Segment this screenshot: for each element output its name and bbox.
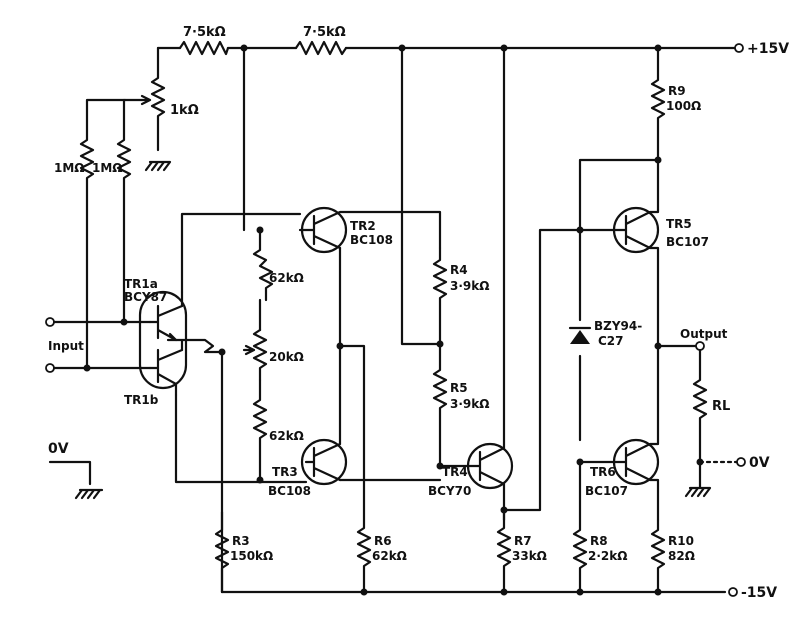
label-tr6-type: BC107 [585,484,628,498]
label-r7-value: 33kΩ [512,549,547,563]
label-tr6-ref: TR6 [590,465,616,479]
label-tr2-type: BC108 [350,233,393,247]
resistor-r3 [214,510,230,594]
resistor-r4 [398,44,448,348]
resistor-r8 [572,458,616,596]
label-chain-bottom: 62kΩ [269,429,304,443]
tr1-collector-wiring [174,212,302,594]
label-r5-value: 3·9kΩ [450,397,489,411]
label-zero-left: 0V [48,441,69,457]
label-r7-ref: R7 [514,534,532,548]
ground-left [48,460,104,500]
label-tr3-type: BC108 [268,484,311,498]
label-zener-line1: BZY94- [594,319,642,333]
label-tr1a-type: BCY87 [124,290,167,304]
label-output: Output [680,327,728,341]
label-tr4-type: BCY70 [428,484,471,498]
label-r3-value: 150kΩ [230,549,273,563]
label-r8-value: 2·2kΩ [588,549,627,563]
resistor-r7 [496,508,512,596]
output-and-load [654,341,746,498]
label-r3-ref: R3 [232,534,250,548]
label-r-1m-left: 1MΩ [54,161,85,175]
label-zero-right: 0V [749,455,770,471]
label-chain-top: 62kΩ [269,271,304,285]
transistor-tr6 [612,344,660,522]
label-r5-ref: R5 [450,381,468,395]
label-input: Input [48,339,84,353]
label-tr3-ref: TR3 [272,465,298,479]
label-tr4-ref: TR4 [442,465,468,479]
label-tr1b-ref: TR1b [124,393,159,407]
transistor-tr2 [298,206,442,254]
label-positive-rail: +15V [747,41,789,57]
resistor-r6 [356,478,372,596]
label-tr2-ref: TR2 [350,219,376,233]
chain-pot-20k [242,328,268,382]
zener-diode [568,226,592,442]
label-r10-ref: R10 [668,534,694,548]
resistor-1m-left [79,98,127,370]
label-r10-value: 82Ω [668,549,695,563]
resistor-r10 [650,518,666,596]
resistor-7k5-b [294,40,348,56]
label-r4-value: 3·9kΩ [450,279,489,293]
zener-top-link [578,156,662,232]
label-tr5-type: BC107 [666,235,709,249]
label-tr1a-ref: TR1a [124,277,158,291]
transistor-tr5 [612,206,660,348]
chain-resistor-bottom [252,378,268,482]
transistor-tr1-dual [138,290,224,397]
tr2-tr3-link [336,246,442,482]
resistor-r9 [650,44,666,212]
label-r-7k5-a: 7·5kΩ [183,25,226,40]
label-chain-pot: 20kΩ [269,350,304,364]
label-r-7k5-b: 7·5kΩ [303,25,346,40]
transistor-tr3 [298,438,348,486]
label-r6-value: 62kΩ [372,549,407,563]
input-terminals [45,317,152,373]
label-r9-ref: R9 [668,84,686,98]
label-r9-value: 100Ω [666,99,701,113]
label-r-1m-right: 1MΩ [92,161,123,175]
potentiometer-1k [123,46,172,172]
label-tr5-ref: TR5 [666,217,692,231]
chain-resistor-top [240,44,274,332]
transistor-tr4 [438,44,514,522]
resistor-1m-right [116,98,132,324]
positive-rail [156,43,744,53]
label-negative-rail: -15V [741,585,777,601]
label-zener-line2: C27 [598,334,624,348]
label-r4-ref: R4 [450,263,468,277]
label-pot-1k: 1kΩ [170,103,199,118]
resistor-7k5-a [178,40,230,56]
label-rl-ref: RL [712,399,730,414]
negative-rail [220,587,738,597]
label-r6-ref: R6 [374,534,392,548]
label-r8-ref: R8 [590,534,608,548]
resistor-r5 [432,342,448,470]
